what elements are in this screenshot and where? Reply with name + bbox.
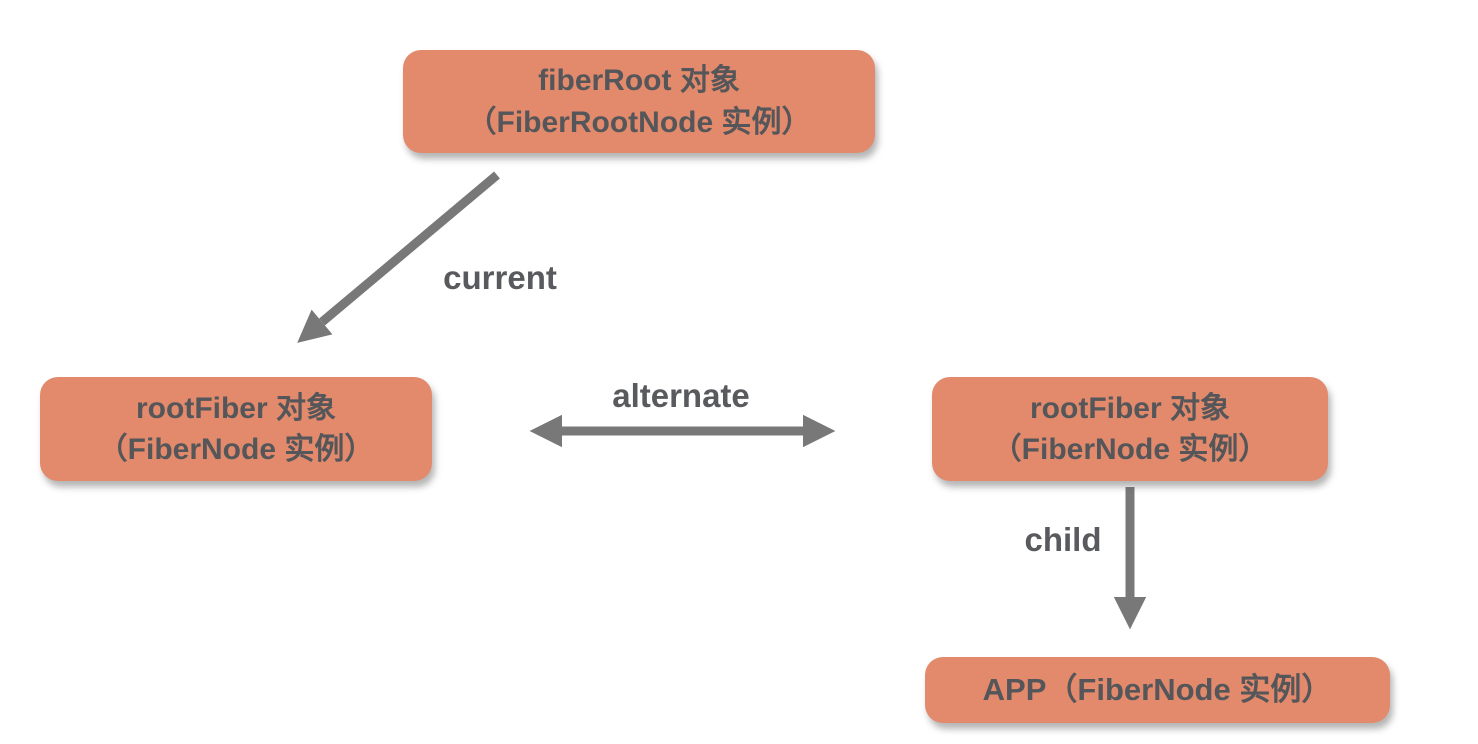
node-fiberroot-line1: fiberRoot 对象 [538,64,740,98]
node-app-line1: APP（FiberNode 实例） [982,671,1333,707]
edge-label-alternate: alternate [612,377,750,414]
node-app: APP（FiberNode 实例） [925,657,1390,723]
edge-label-child: child [1024,521,1102,558]
node-fiberroot: fiberRoot 对象 （FiberRootNode 实例） [403,50,875,153]
node-rootfiber-current-line1: rootFiber 对象 [136,391,336,425]
node-rootfiber-current: rootFiber 对象 （FiberNode 实例） [40,377,432,481]
current-arrow [297,171,500,343]
node-fiberroot-line2: （FiberRootNode 实例） [466,105,812,139]
edge-label-current: current [443,259,557,296]
node-rootfiber-alternate: rootFiber 对象 （FiberNode 实例） [932,377,1328,481]
node-rootfiber-current-line2: （FiberNode 实例） [97,433,375,466]
node-rootfiber-alternate-line1: rootFiber 对象 [1030,391,1230,425]
node-rootfiber-alternate-line2: （FiberNode 实例） [991,433,1269,466]
